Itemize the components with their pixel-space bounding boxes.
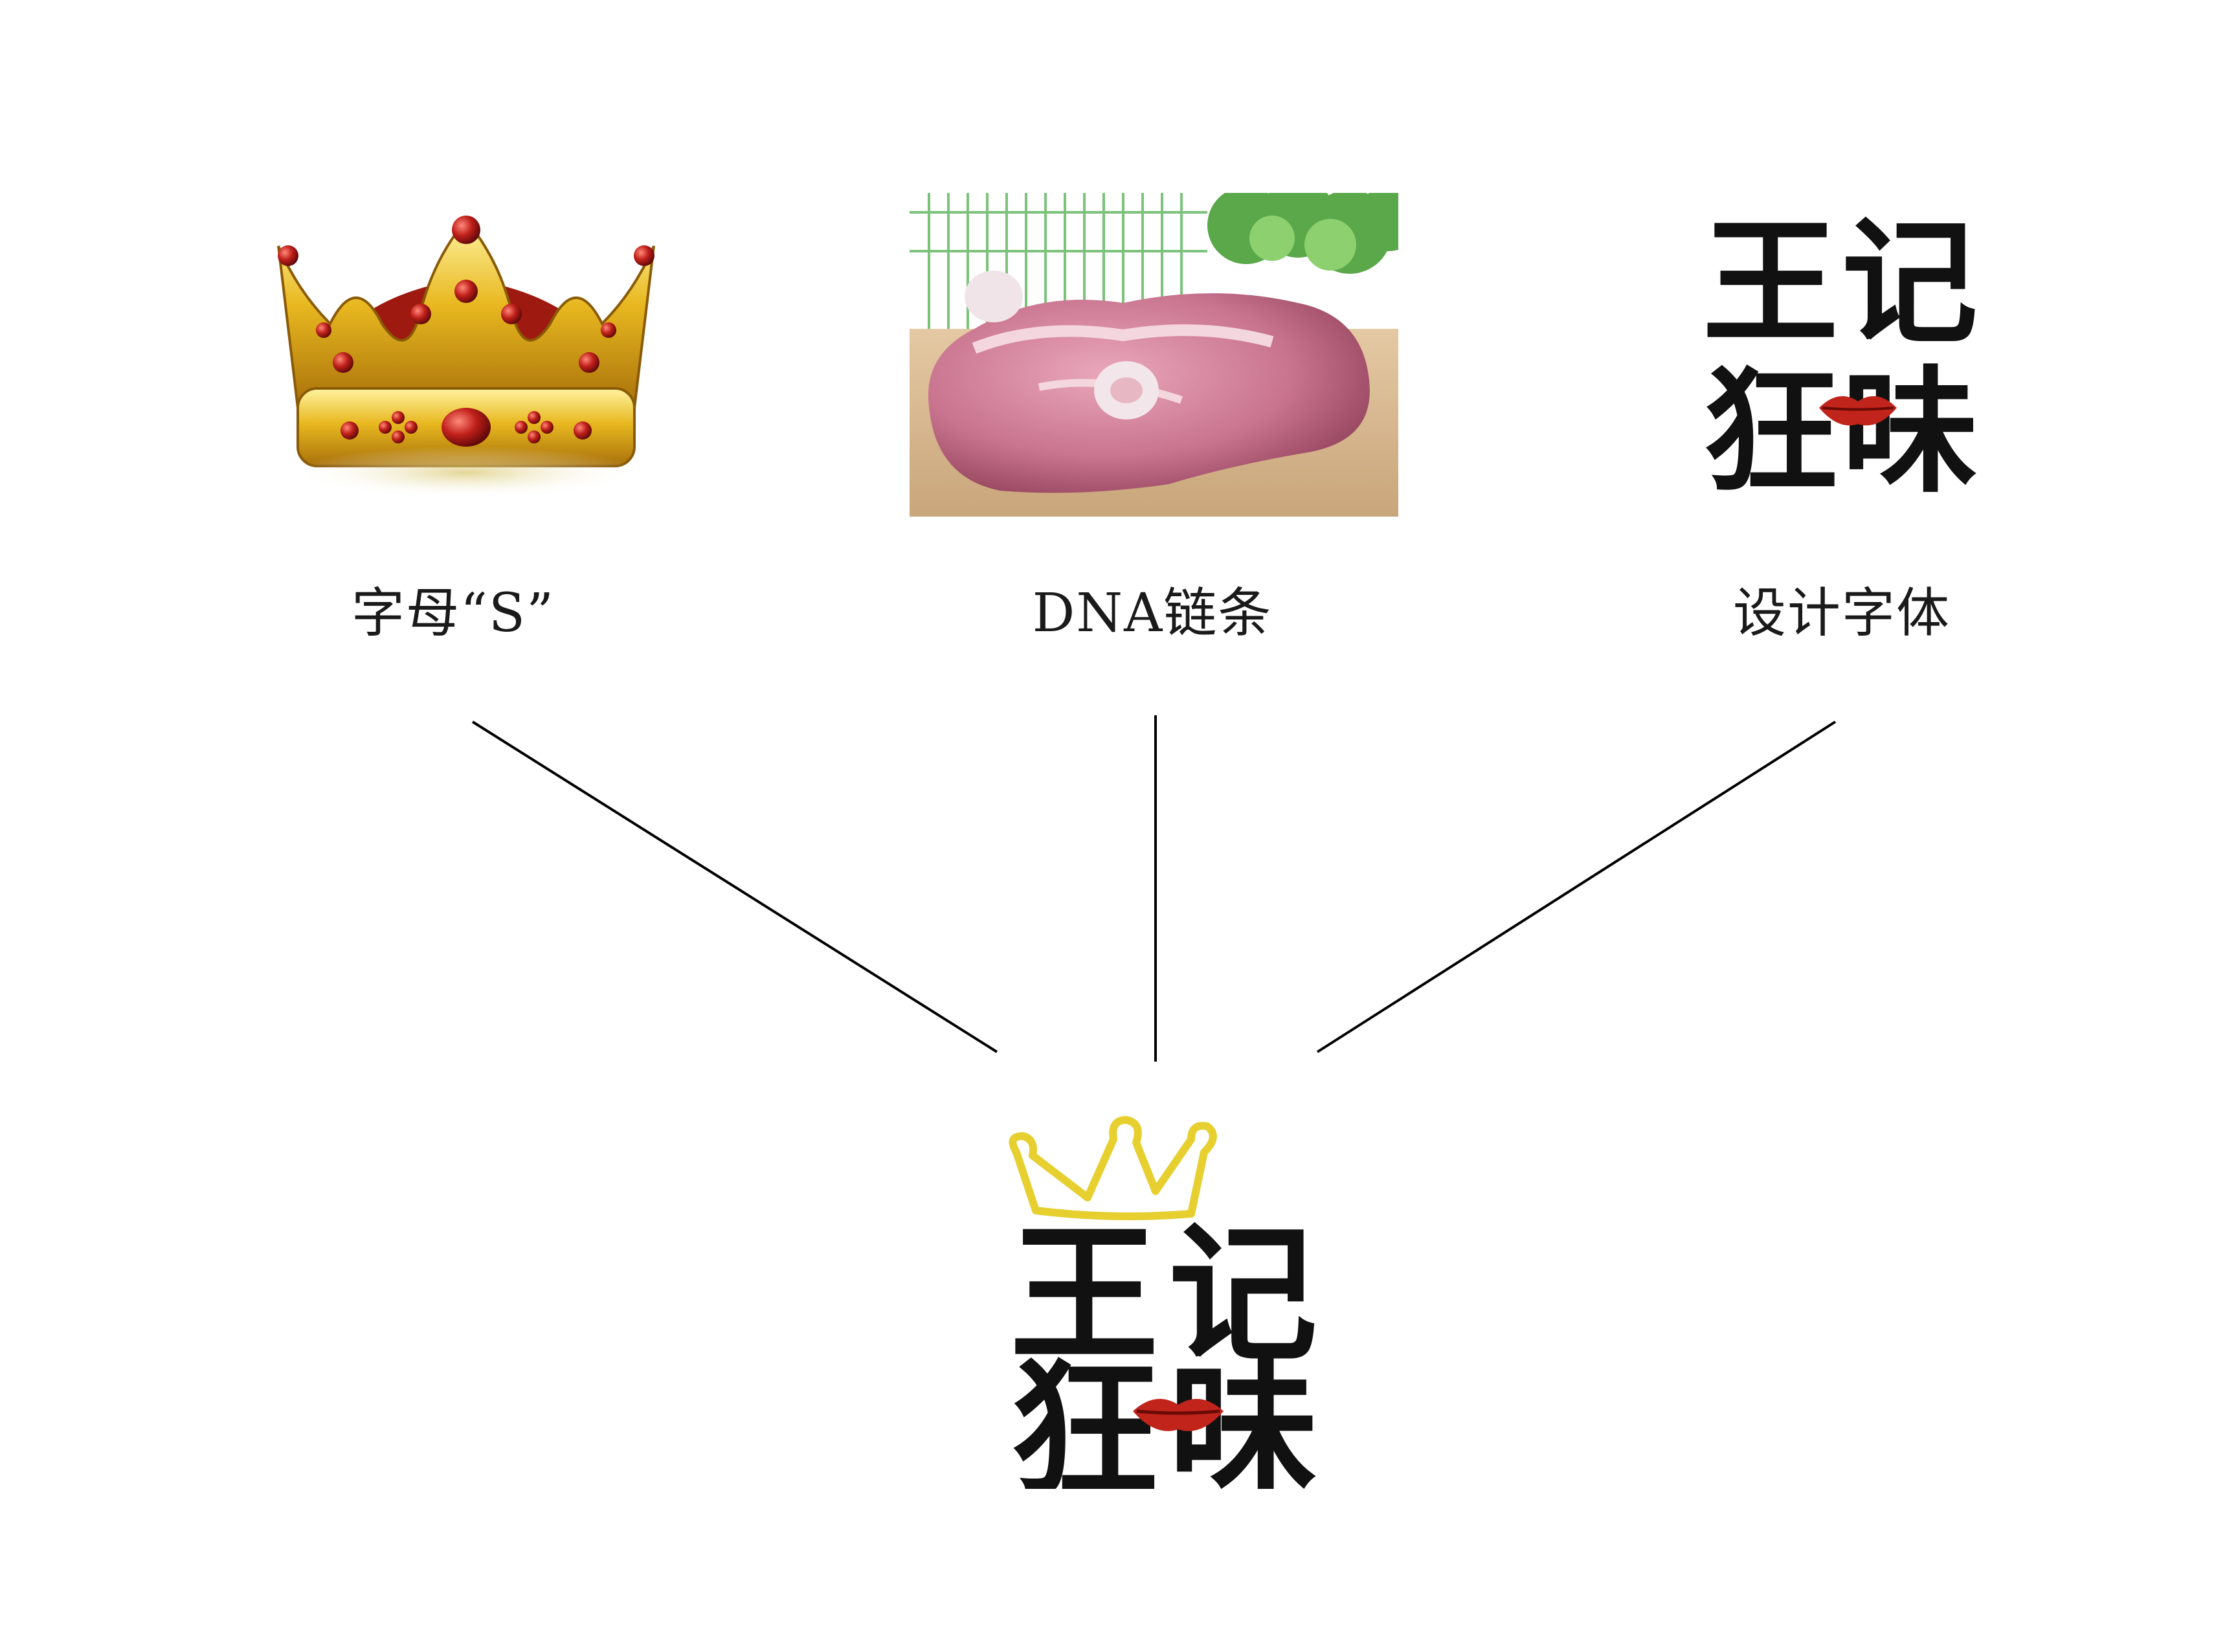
lips-icon [1819,396,1897,426]
meat-photo [910,193,1398,517]
connector-line-left [471,720,998,1053]
logo-char-kuang: 狂 [1703,353,1839,498]
final-char-kuang: 狂 [1010,1345,1159,1489]
logo-char-ji: 记 [1842,214,1978,363]
logo-char-wei: 味 [1842,353,1978,498]
label-meat: DNA链条 [1032,583,1273,644]
final-char-ji: 记 [1168,1209,1317,1382]
logo-char-wang: 王 [1703,214,1839,363]
crown-image [277,216,655,498]
lips-icon [1133,1399,1224,1431]
label-font: 设计字体 [1732,583,1951,644]
final-logo: 王 记 狂 味 [1009,1116,1317,1489]
connector-line-right [1316,720,1837,1053]
crown-outline-icon [1009,1116,1217,1220]
final-char-wang: 王 [1010,1209,1159,1382]
label-crown: 字母“S” [351,583,555,644]
logo-text-image: 王 记 狂 味 [1703,214,1978,498]
